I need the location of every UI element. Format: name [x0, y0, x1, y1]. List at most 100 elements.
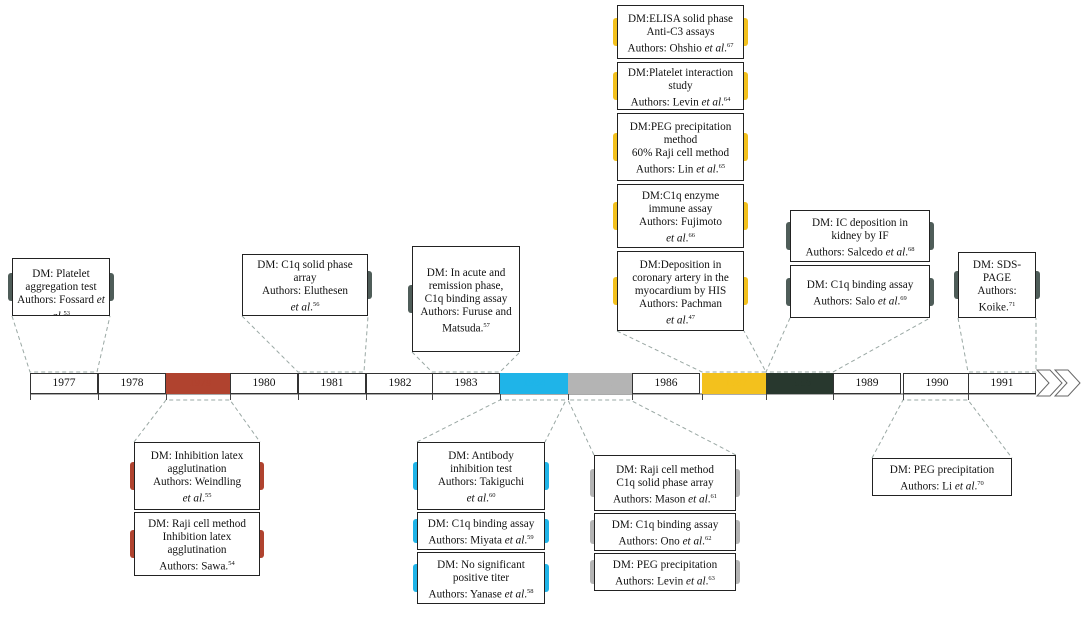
event-line: DM:Platelet interaction [627, 67, 734, 79]
event-line: Authors: Sawa.54 [159, 560, 235, 573]
year-tick [500, 394, 501, 400]
box-tab [257, 530, 264, 558]
event-line: DM: SDS- [972, 259, 1022, 271]
box-tab [733, 560, 740, 584]
event-line: coronary artery in the [632, 272, 729, 284]
box-tab [542, 564, 549, 592]
event-line: Authors: Levin et al.63 [615, 575, 715, 588]
event-line: DM: IC deposition in [811, 217, 909, 229]
event-line: DM:PEG precipitation [629, 121, 732, 133]
year-tick [903, 394, 904, 400]
box-tab [590, 560, 597, 584]
box-tab [413, 462, 420, 490]
box-tab [741, 72, 748, 100]
box-tab [613, 72, 620, 100]
arrow-chevron-2 [1053, 369, 1081, 397]
event-line: et al.56 [290, 301, 320, 314]
year-cell-1989: 1989 [833, 373, 901, 394]
event-line: DM: C1q binding assay [611, 519, 719, 531]
box-tab [257, 462, 264, 490]
event-line: Authors: Furuse and [420, 306, 512, 318]
box-tab [741, 18, 748, 46]
year-cell-1984: 1984 [500, 373, 568, 394]
event-line: DM: C1q solid phase [257, 259, 353, 271]
event-line: Authors: Salcedo et al.68 [805, 246, 915, 259]
event-line: C1q binding assay [424, 293, 508, 305]
event-line: Authors: Miyata et al.59 [428, 534, 534, 547]
box-tab [927, 278, 934, 306]
year-cell-1977: 1977 [30, 373, 98, 394]
box-tab [927, 222, 934, 250]
connector-1985 [567, 399, 737, 456]
event-line: DM: No significant [437, 559, 525, 571]
box-tab [542, 462, 549, 490]
box-tab [613, 18, 620, 46]
event-line: Authors: Takiguchi [437, 476, 525, 488]
event-line: 60% Raji cell method [631, 147, 730, 159]
year-tick [432, 394, 433, 400]
connector-1988 [765, 317, 931, 373]
year-tick [968, 394, 969, 400]
event-line: immune assay [648, 203, 713, 215]
event-line: Authors: Mason et al.61 [612, 493, 718, 506]
year-tick [568, 394, 569, 400]
box-tab [8, 273, 15, 301]
year-cell-1986: 1986 [632, 373, 700, 394]
event-line: DM: PEG precipitation [612, 559, 718, 571]
connector-1990 [871, 399, 1013, 459]
box-tab [542, 519, 549, 543]
year-cell-1979: 1979 [166, 373, 234, 394]
connector-1983 [411, 351, 521, 373]
year-cell-1990: 1990 [903, 373, 971, 394]
event-line: DM: Inhibition latex [150, 450, 244, 462]
box-tab [130, 462, 137, 490]
box-tab [733, 520, 740, 544]
year-tick [366, 394, 367, 400]
event-line: Authors: Fossard et al.53 [17, 294, 105, 316]
event-line: Authors: [977, 285, 1017, 297]
event-line: Authors: Li et al.70 [900, 480, 984, 493]
event-line: remission phase, [428, 280, 504, 292]
year-tick [30, 394, 31, 400]
event-line: Authors: Salo et al.69 [813, 295, 907, 308]
year-tick [98, 394, 99, 400]
box-tab [590, 469, 597, 497]
year-cell-1991: 1991 [968, 373, 1036, 394]
box-tab [786, 278, 793, 306]
year-cell-1985: 1985 [568, 373, 636, 394]
year-tick [230, 394, 231, 400]
year-tick [632, 394, 633, 400]
box-tab [413, 564, 420, 592]
event-line: Matsuda.57 [442, 322, 490, 335]
event-line: DM: C1q binding assay [806, 279, 914, 291]
event-line: DM:Deposition in [639, 259, 722, 271]
event-line: Inhibition latex [162, 531, 232, 543]
event-line: Authors: Levin et al.64 [630, 96, 731, 109]
year-tick [702, 394, 703, 400]
year-cell-1987: 1987 [702, 373, 770, 394]
year-cell-1978: 1978 [98, 373, 166, 394]
year-cell-1983: 1983 [432, 373, 500, 394]
box-tab [741, 277, 748, 305]
event-line: DM: C1q binding assay [427, 518, 535, 530]
event-line: Authors: Pachman [639, 298, 722, 310]
box-tab [408, 285, 415, 313]
event-line: DM: In acute and [426, 267, 506, 279]
box-tab [954, 271, 961, 299]
event-line: Authors: Fujimoto [639, 216, 722, 228]
event-line: DM: Platelet [32, 268, 90, 280]
